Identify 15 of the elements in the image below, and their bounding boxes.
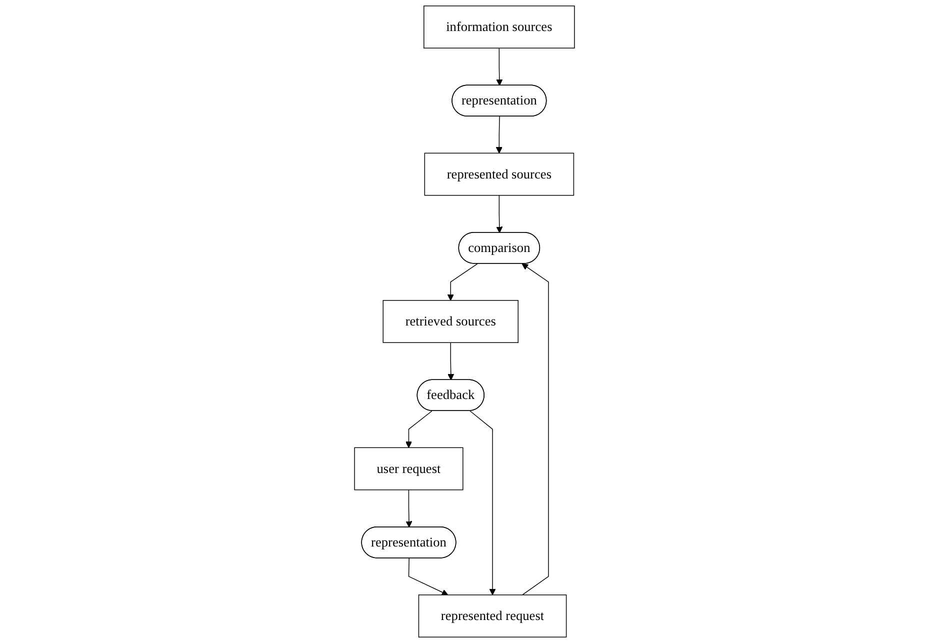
arrow: [447, 263, 478, 301]
node-box: user request: [354, 447, 464, 490]
arrow: [405, 410, 432, 448]
arrow: [448, 342, 454, 380]
arrow: [496, 116, 502, 154]
arrow: [496, 194, 503, 233]
node-box: represented request: [418, 594, 567, 638]
arrow: [470, 410, 496, 596]
node-box: represented sources: [424, 152, 574, 196]
arrow: [408, 558, 448, 596]
arrow: [522, 264, 549, 596]
node-box: information sources: [424, 6, 575, 48]
node-box: retrieved sources: [382, 300, 518, 343]
arrow: [406, 489, 412, 528]
arrow: [496, 48, 503, 86]
